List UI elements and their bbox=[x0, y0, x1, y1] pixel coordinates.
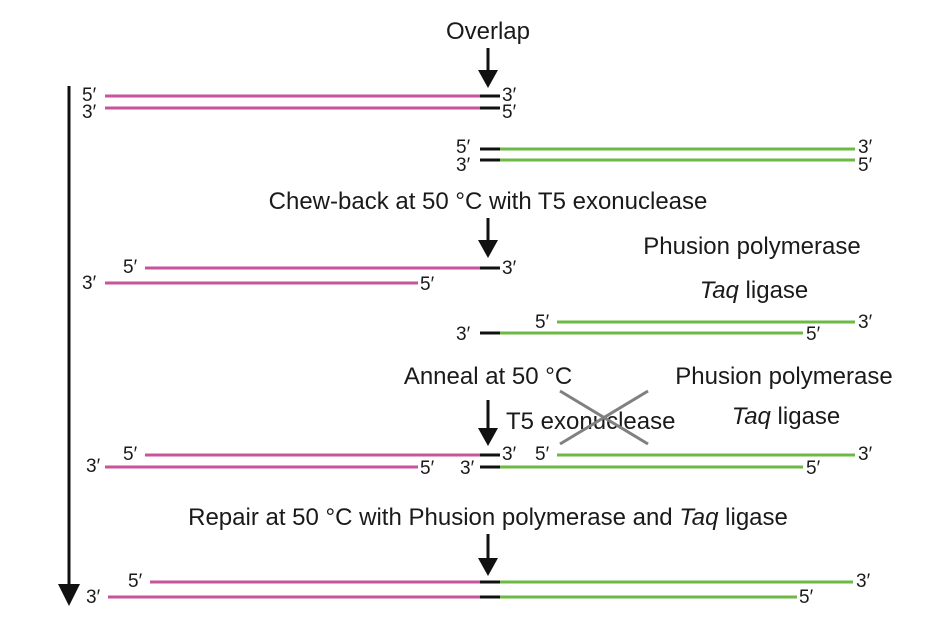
enzyme-label-ligase: Taq ligase bbox=[700, 277, 809, 304]
end-label: 3′ bbox=[456, 324, 471, 345]
end-label: 5′ bbox=[535, 444, 550, 465]
enzyme-label-polymerase: Phusion polymerase bbox=[675, 363, 892, 390]
end-label: 5′ bbox=[806, 458, 821, 479]
end-label: 3′ bbox=[856, 571, 871, 592]
end-label: 3′ bbox=[82, 102, 97, 123]
end-label: 5′ bbox=[502, 102, 517, 123]
step-arrow-head bbox=[478, 70, 498, 88]
end-label: 5′ bbox=[420, 458, 435, 479]
step-label-overlap: Overlap bbox=[446, 18, 530, 45]
process-arrow-head bbox=[58, 584, 80, 606]
end-label: 3′ bbox=[858, 312, 873, 333]
enzyme-label-polymerase: Phusion polymerase bbox=[643, 233, 860, 260]
end-label: 5′ bbox=[535, 312, 550, 333]
end-label: 3′ bbox=[502, 85, 517, 106]
end-label: 5′ bbox=[128, 571, 143, 592]
end-label: 3′ bbox=[86, 587, 101, 608]
step-arrow-head bbox=[478, 240, 498, 258]
end-label: 5′ bbox=[858, 155, 873, 176]
end-label: 5′ bbox=[456, 137, 471, 158]
cross-out-mark bbox=[559, 389, 649, 446]
end-label: 3′ bbox=[502, 258, 517, 279]
step-label-chew-back: Chew-back at 50 °C with T5 exonuclease bbox=[269, 188, 708, 215]
step-arrow-head bbox=[478, 428, 498, 446]
step-label-repair: Repair at 50 °C with Phusion polymerase … bbox=[188, 504, 788, 531]
end-label: 5′ bbox=[123, 444, 138, 465]
end-label: 3′ bbox=[456, 155, 471, 176]
end-label: 3′ bbox=[460, 458, 475, 479]
end-label: 3′ bbox=[82, 273, 97, 294]
end-label: 5′ bbox=[420, 274, 435, 295]
end-label: 3′ bbox=[858, 137, 873, 158]
step-arrow-head bbox=[478, 558, 498, 576]
end-label: 5′ bbox=[799, 587, 814, 608]
end-label: 3′ bbox=[86, 456, 101, 477]
end-label: 5′ bbox=[82, 85, 97, 106]
enzyme-label-ligase: Taq ligase bbox=[732, 403, 841, 430]
end-label: 3′ bbox=[502, 444, 517, 465]
step-label-anneal: Anneal at 50 °C bbox=[404, 363, 572, 390]
end-label: 5′ bbox=[806, 324, 821, 345]
end-label: 3′ bbox=[858, 444, 873, 465]
end-label: 5′ bbox=[123, 257, 138, 278]
crossed-enzyme-label: T5 exonuclease bbox=[506, 408, 675, 435]
